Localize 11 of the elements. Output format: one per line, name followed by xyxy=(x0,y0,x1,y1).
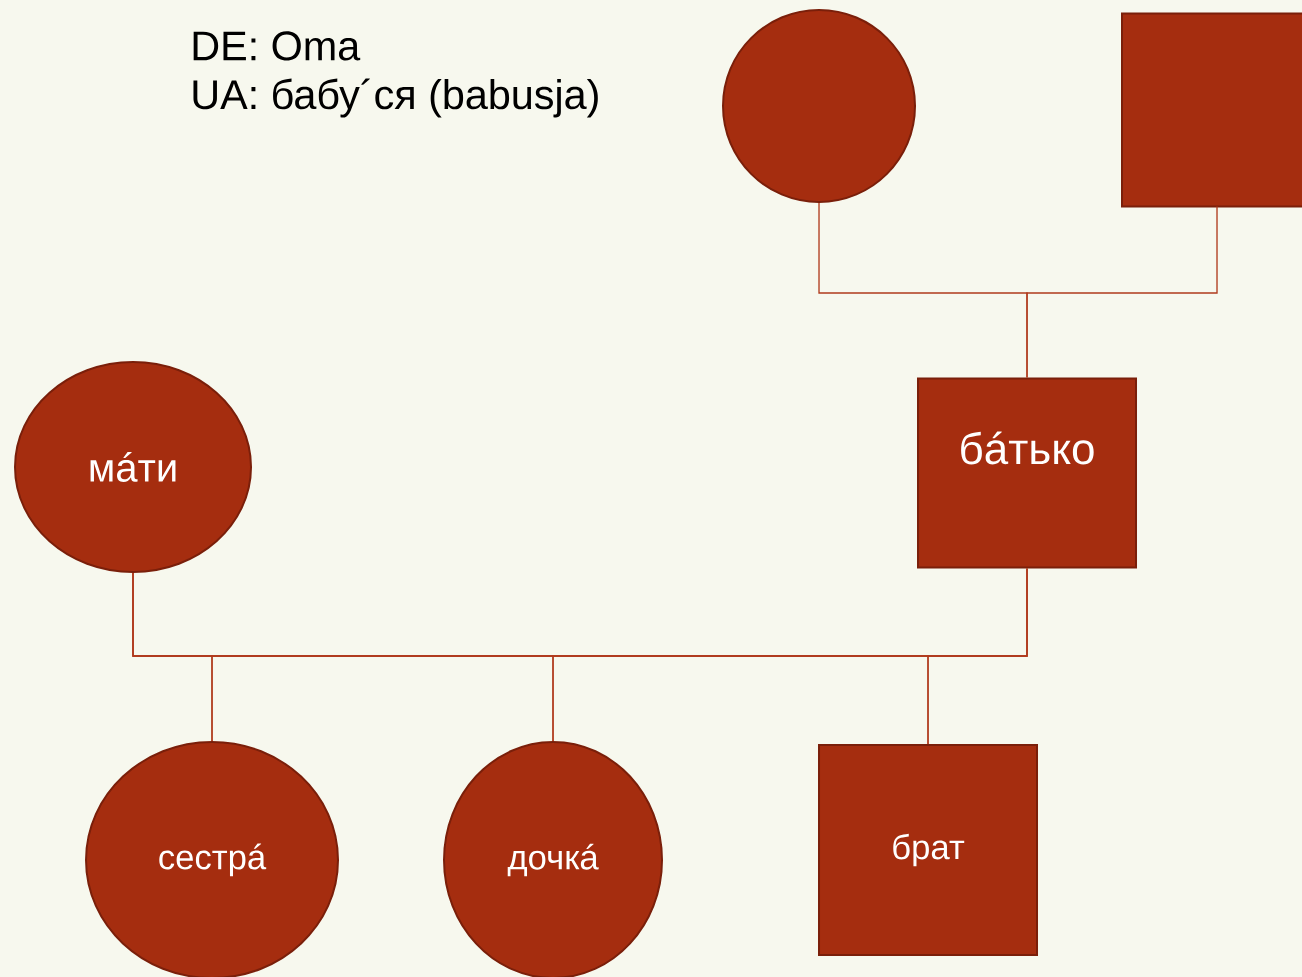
circle-node: сестрá xyxy=(85,741,339,977)
square-node xyxy=(1121,12,1302,208)
connector-line xyxy=(927,567,1028,745)
circle-node xyxy=(722,9,916,203)
circle-node: мáти xyxy=(14,361,252,573)
circle-node: дочкá xyxy=(443,741,663,977)
square-node: брат xyxy=(818,744,1038,956)
square-node: бáтько xyxy=(917,377,1137,569)
label-text: UA: бабу´ся (babusja) xyxy=(193,78,598,118)
connector-line xyxy=(1026,205,1218,379)
label-text: DE: Oma xyxy=(193,31,361,61)
